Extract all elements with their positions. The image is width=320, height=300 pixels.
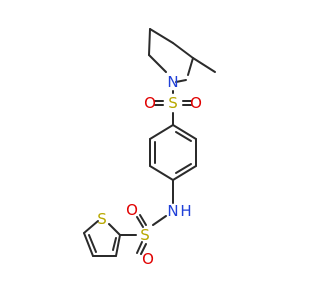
bond: [149, 124, 174, 140]
methyl-bond: [192, 57, 216, 73]
sulfonyl-sulfur-bottom-label: S: [140, 226, 150, 244]
bond: [175, 79, 187, 83]
bond-so: [136, 241, 143, 254]
bond: [83, 220, 99, 234]
amide-nitrogen-label: N: [167, 202, 178, 220]
bond: [83, 232, 94, 257]
bond: [149, 165, 174, 181]
bond: [148, 54, 167, 73]
thiophene-sulfur-label: S: [97, 210, 107, 228]
bond-inner: [112, 237, 117, 251]
bond-nh-s: [152, 215, 167, 226]
amide-hydrogen-label: H: [180, 202, 191, 220]
bond-inner: [175, 163, 192, 174]
bond: [172, 124, 197, 140]
bond: [172, 165, 197, 181]
sulfonyl-sulfur-top-label: S: [168, 94, 178, 112]
bond-so: [140, 243, 147, 255]
oxygen-top-left-label: O: [144, 94, 156, 112]
bond: [149, 28, 174, 44]
oxygen-bottom-left-label: O: [126, 201, 138, 219]
thiophene-ring: [83, 220, 121, 257]
piperidine-ring: [148, 28, 194, 83]
bond-inner: [88, 234, 97, 253]
molecule-structure: N S O O N H S O O S: [83, 28, 216, 268]
oxygen-bottom-right-label: O: [142, 250, 154, 268]
piperidine-nitrogen-label: N: [167, 73, 178, 91]
bond-inner: [175, 131, 192, 142]
bond: [148, 28, 151, 56]
bond: [187, 57, 194, 76]
bond: [108, 223, 121, 236]
bond-so: [139, 214, 147, 226]
bond-so: [136, 216, 144, 228]
bond: [172, 42, 194, 59]
oxygen-top-right-label: O: [190, 94, 202, 112]
atom-labels: N S O O N H S O O S: [97, 73, 202, 268]
benzene-ring: [149, 124, 197, 181]
bond: [115, 234, 121, 257]
